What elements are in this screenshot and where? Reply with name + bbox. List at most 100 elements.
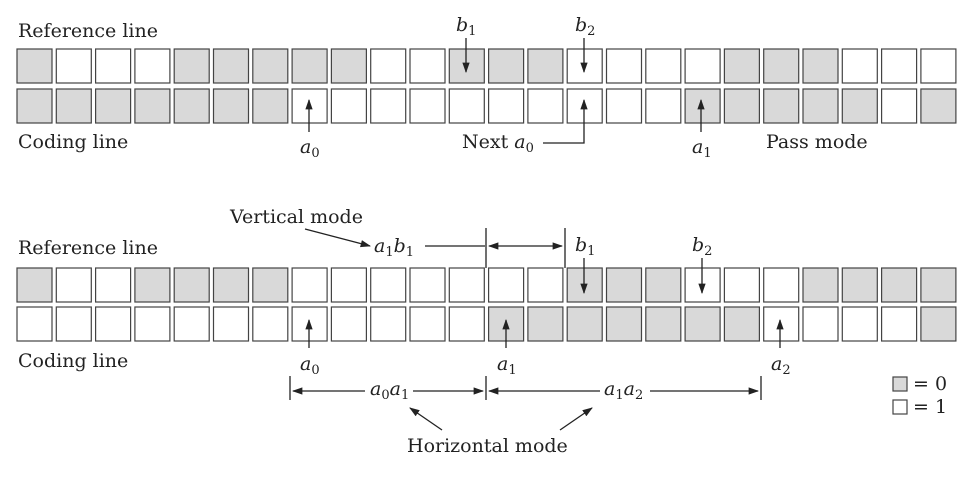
pixel-cell-black (723, 88, 761, 124)
pixel-cell-white (409, 306, 446, 342)
pixel-cell-black (448, 48, 485, 84)
horizontal-mode-pointer-left (409, 407, 443, 431)
pixel-cell-white (448, 306, 485, 342)
pixel-cell-white (409, 267, 446, 303)
pixel-cell-white (841, 48, 878, 84)
pixel-cell-black (841, 88, 878, 124)
pixel-cell-white (605, 48, 643, 84)
bottom-a2-label: a2 (771, 353, 791, 378)
bottom-b2-label: b2 (692, 234, 712, 259)
pixel-cell-white (684, 48, 721, 84)
pixel-cell-white (880, 48, 918, 84)
bottom-coding-row (16, 306, 957, 342)
pixel-cell-white (448, 267, 485, 303)
pixel-cell-white (763, 306, 800, 342)
a1b1-label: a1b1 (374, 235, 414, 260)
pixel-cell-black (212, 48, 250, 84)
pixel-cell-black (134, 88, 171, 124)
legend-one-label: = 1 (913, 396, 947, 418)
bottom-coding-line-label: Coding line (18, 350, 128, 372)
pixel-cell-white (252, 306, 289, 342)
legend-black-swatch (892, 376, 908, 392)
pixel-cell-black (802, 88, 839, 124)
pixel-cell-black (55, 88, 92, 124)
pixel-cell-black (16, 267, 53, 303)
pixel-cell-white (291, 267, 328, 303)
pixel-cell-black (645, 306, 682, 342)
pixel-cell-black (330, 48, 367, 84)
pixel-cell-black (212, 267, 250, 303)
pixel-cell-white (566, 48, 603, 84)
pixel-cell-black (527, 48, 564, 84)
pixel-cell-black (684, 306, 721, 342)
bottom-b1-label: b1 (575, 234, 595, 259)
pixel-cell-white (94, 267, 132, 303)
pixel-cell-black (566, 267, 603, 303)
pixel-cell-white (763, 267, 800, 303)
vertical-mode-pointer (304, 228, 372, 248)
pixel-cell-white (802, 306, 839, 342)
pixel-cell-black (645, 267, 682, 303)
pixel-cell-white (645, 48, 682, 84)
pixel-cell-white (173, 306, 210, 342)
pixel-cell-white (527, 88, 564, 124)
top-a1-label: a1 (692, 136, 712, 161)
pixel-cell-white (566, 88, 603, 124)
horizontal-mode-label: Horizontal mode (407, 435, 568, 457)
pixel-cell-white (527, 267, 564, 303)
bottom-reference-row (16, 267, 957, 303)
pixel-cell-white (645, 88, 682, 124)
pixel-cell-black (16, 48, 53, 84)
pixel-cell-white (55, 48, 92, 84)
pixel-cell-black (605, 267, 643, 303)
top-reference-line-label: Reference line (18, 20, 158, 42)
pixel-cell-white (488, 267, 525, 303)
top-b2-label: b2 (575, 14, 595, 39)
pixel-cell-black (212, 88, 250, 124)
pixel-cell-black (723, 48, 761, 84)
next-a0-pointer (543, 98, 588, 144)
pixel-cell-black (94, 88, 132, 124)
pixel-cell-white (94, 306, 132, 342)
pixel-cell-black (684, 88, 721, 124)
top-a0-label: a0 (300, 136, 320, 161)
a1a2-label: a1a2 (604, 378, 643, 403)
pixel-cell-white (55, 267, 92, 303)
pixel-cell-white (920, 48, 957, 84)
pixel-cell-black (723, 306, 761, 342)
pixel-cell-black (527, 306, 564, 342)
pixel-cell-black (802, 48, 839, 84)
pixel-cell-black (252, 267, 289, 303)
vertical-mode-label: Vertical mode (229, 206, 363, 228)
pixel-cell-black (763, 88, 800, 124)
pixel-cell-white (841, 306, 878, 342)
top-coding-line-label: Coding line (18, 131, 128, 153)
pixel-cell-black (605, 306, 643, 342)
top-coding-row (16, 88, 957, 124)
pixel-cell-white (330, 88, 367, 124)
pixel-cell-black (566, 306, 603, 342)
pixel-cell-black (763, 48, 800, 84)
bottom-a1-label: a1 (497, 353, 517, 378)
pixel-cell-white (16, 306, 53, 342)
pixel-cell-white (330, 306, 367, 342)
pixel-cell-white (94, 48, 132, 84)
pixel-cell-white (488, 88, 525, 124)
pixel-cell-black (920, 267, 957, 303)
pixel-cell-white (723, 267, 761, 303)
pixel-cell-black (920, 306, 957, 342)
pixel-cell-white (370, 306, 407, 342)
pixel-cell-white (409, 88, 446, 124)
pixel-cell-white (134, 306, 171, 342)
bottom-a0-label: a0 (300, 353, 320, 378)
top-b1-label: b1 (456, 14, 476, 39)
pixel-cell-black (173, 267, 210, 303)
pixel-cell-black (252, 88, 289, 124)
pixel-cell-black (134, 267, 171, 303)
pixel-cell-black (920, 88, 957, 124)
pixel-cell-black (802, 267, 839, 303)
legend-white-swatch (892, 399, 908, 415)
pixel-cell-white (370, 48, 407, 84)
pixel-cell-white (448, 88, 485, 124)
